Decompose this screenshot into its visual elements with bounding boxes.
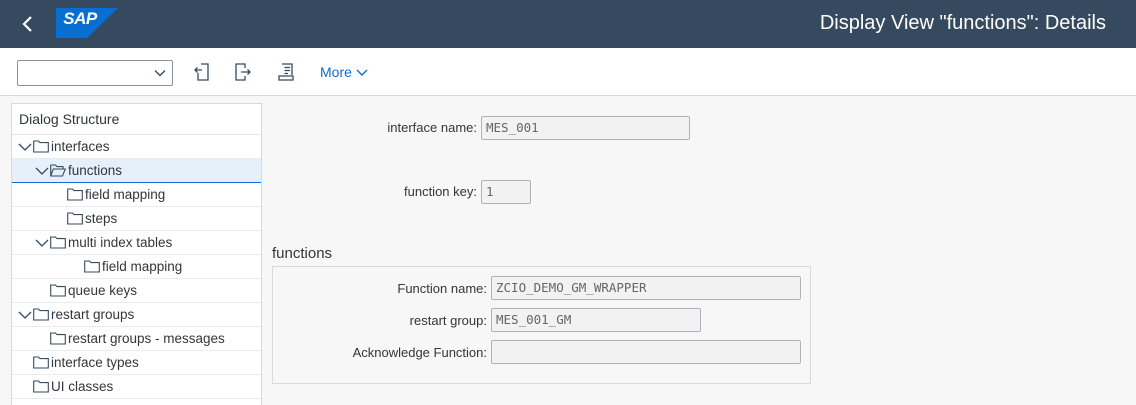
- tree-item[interactable]: restart groups: [12, 303, 261, 327]
- acknowledge-function-label: Acknowledge Function:: [352, 345, 487, 360]
- more-label: More: [320, 64, 352, 80]
- tree-item-label: multi index tables: [68, 235, 173, 250]
- tree-item[interactable]: queue keys: [12, 279, 261, 303]
- command-select[interactable]: [17, 60, 173, 86]
- tree-item-label: interface types: [51, 355, 139, 370]
- tree-item[interactable]: steps: [12, 207, 261, 231]
- chevron-down-icon[interactable]: [18, 308, 32, 322]
- back-arrow-icon[interactable]: [16, 12, 40, 36]
- dialog-structure-panel: Dialog Structure interfaces functions fiel…: [11, 103, 262, 405]
- folder-icon: [50, 236, 66, 249]
- tree-item[interactable]: field mapping: [12, 183, 261, 207]
- folder-open-icon: [50, 164, 66, 177]
- folder-icon: [33, 140, 49, 153]
- tree-item-label: interfaces: [51, 139, 110, 154]
- toolbar: More: [0, 48, 1136, 96]
- sap-logo-text: SAP: [63, 9, 97, 28]
- tree-item-label: field mapping: [102, 259, 183, 274]
- chevron-down-icon[interactable]: [35, 164, 49, 178]
- print-list-icon[interactable]: [276, 62, 296, 82]
- tree-item-label: UI classes: [51, 379, 114, 394]
- tree-item[interactable]: interface types: [12, 351, 261, 375]
- folder-icon: [67, 188, 83, 201]
- tree-item-label: functions: [68, 163, 123, 178]
- folder-icon: [50, 332, 66, 345]
- more-menu-button[interactable]: More: [320, 64, 368, 80]
- folder-icon: [84, 260, 100, 273]
- folder-icon: [33, 308, 49, 321]
- interface-name-label: interface name:: [387, 120, 477, 135]
- dialog-structure-title: Dialog Structure: [12, 104, 261, 135]
- tree-list: interfaces functions field mapping steps mul…: [12, 135, 261, 399]
- interface-name-field[interactable]: MES_001: [481, 116, 690, 140]
- tree-item-label: restart groups: [51, 307, 135, 322]
- function-key-field[interactable]: 1: [481, 180, 531, 204]
- chevron-down-icon[interactable]: [18, 140, 32, 154]
- functions-section-title: functions: [272, 245, 333, 262]
- next-entry-icon[interactable]: [233, 62, 253, 82]
- acknowledge-function-field[interactable]: [491, 340, 801, 364]
- tree-item-label: field mapping: [85, 187, 166, 202]
- function-name-field[interactable]: ZCIO_DEMO_GM_WRAPPER: [491, 276, 801, 300]
- tree-item[interactable]: field mapping: [12, 255, 261, 279]
- tree-item[interactable]: multi index tables: [12, 231, 261, 255]
- page-title: Display View "functions": Details: [819, 12, 1106, 34]
- folder-icon: [33, 380, 49, 393]
- folder-icon: [50, 284, 66, 297]
- tree-item[interactable]: functions: [12, 159, 261, 183]
- previous-entry-icon[interactable]: [192, 62, 212, 82]
- tree-item[interactable]: restart groups - messages: [12, 327, 261, 351]
- tree-item-label: steps: [85, 211, 118, 226]
- restart-group-field[interactable]: MES_001_GM: [491, 308, 701, 332]
- function-name-label: Function name:: [397, 281, 487, 296]
- restart-group-label: restart group:: [409, 313, 487, 328]
- tree-item-label: restart groups - messages: [68, 331, 225, 346]
- tree-item[interactable]: interfaces: [12, 135, 261, 159]
- function-key-label: function key:: [404, 184, 477, 199]
- chevron-down-icon[interactable]: [154, 67, 166, 79]
- chevron-down-icon: [356, 69, 368, 76]
- sap-logo-shape[interactable]: [56, 8, 118, 38]
- folder-icon: [33, 356, 49, 369]
- tree-item-label: queue keys: [68, 283, 138, 298]
- tree-item[interactable]: UI classes: [12, 375, 261, 399]
- chevron-down-icon[interactable]: [35, 236, 49, 250]
- shell-header: SAP Display View "functions": Details: [0, 0, 1136, 48]
- folder-icon: [67, 212, 83, 225]
